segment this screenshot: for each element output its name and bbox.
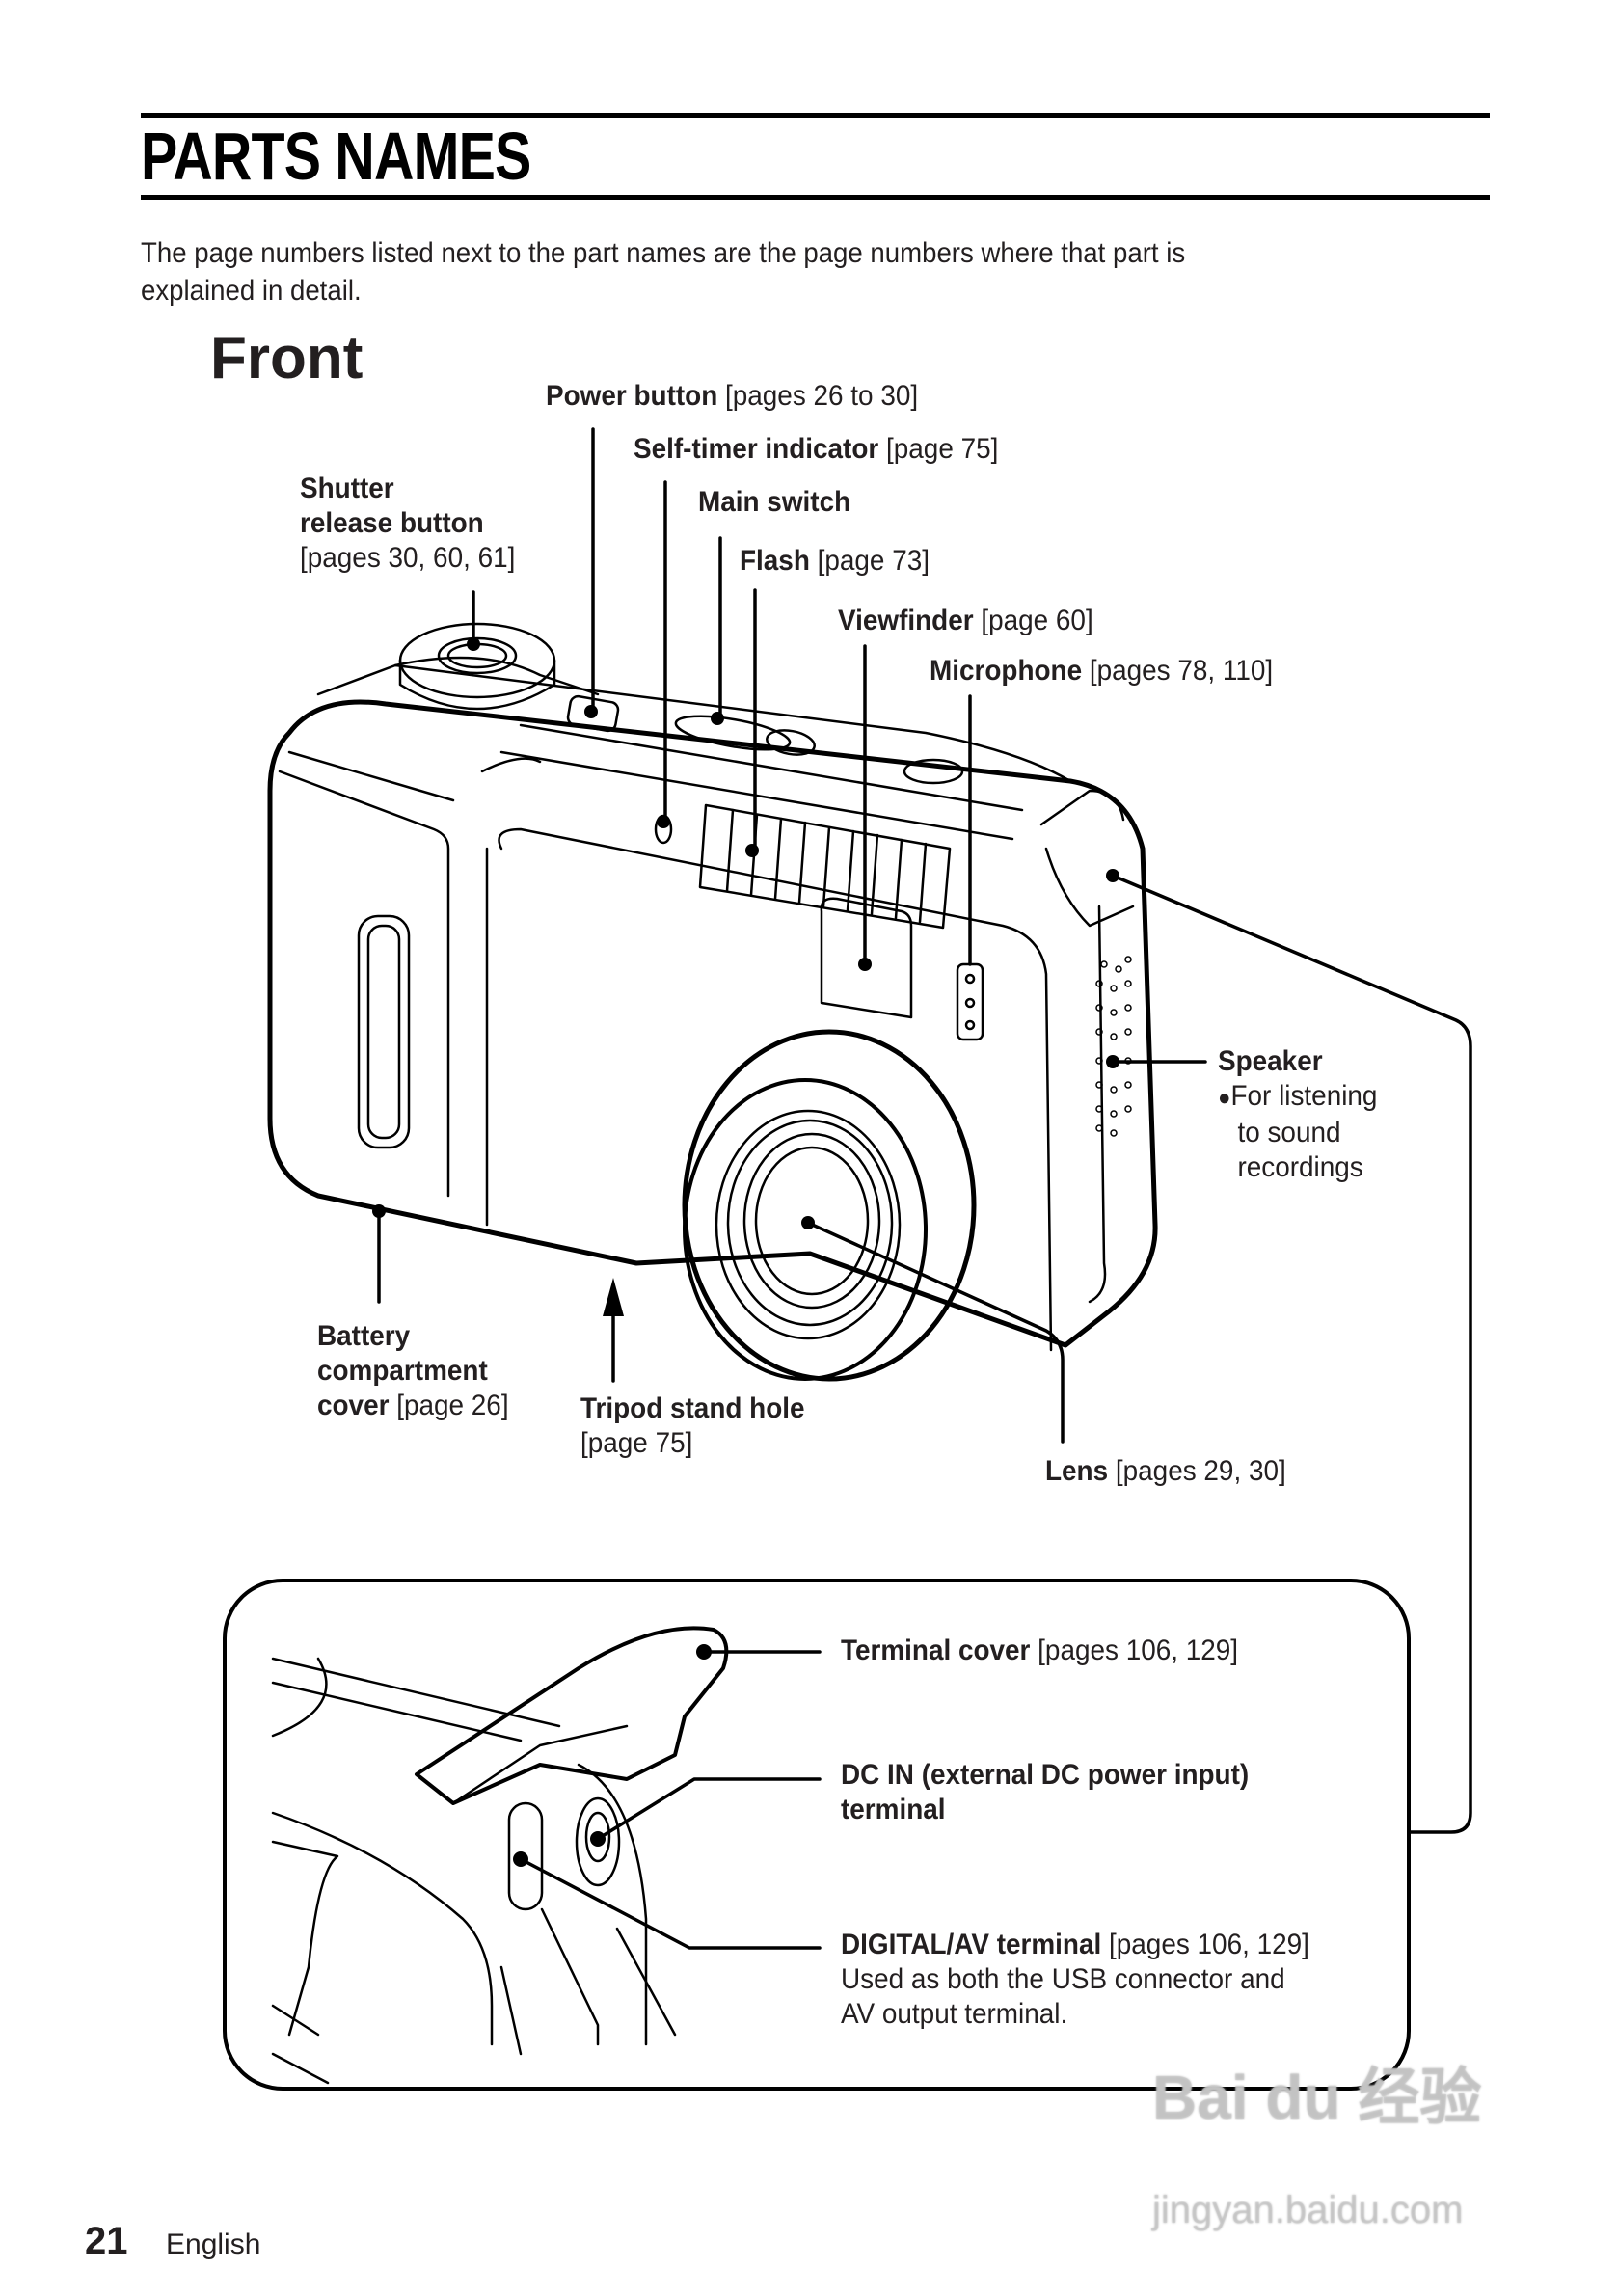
lens-barrel bbox=[682, 1029, 977, 1382]
inset-box bbox=[223, 1579, 1411, 2091]
label-viewfinder: Viewfinder [page 60] bbox=[838, 605, 1093, 636]
label-flash: Flash [page 73] bbox=[740, 545, 930, 577]
leader-lines bbox=[377, 427, 1472, 1834]
shutter-dial bbox=[398, 622, 556, 711]
intro-text-line2: explained in detail. bbox=[141, 275, 362, 307]
page-title: PARTS NAMES bbox=[141, 119, 531, 194]
title-rule-top bbox=[141, 113, 1490, 118]
label-self-timer-indicator: Self-timer indicator [page 75] bbox=[634, 433, 999, 465]
label-power-button: Power button [pages 26 to 30] bbox=[546, 380, 919, 412]
label-microphone: Microphone [pages 78, 110] bbox=[930, 655, 1274, 687]
page-number: 21 bbox=[85, 2220, 128, 2262]
flash-window bbox=[698, 803, 952, 930]
inset-illustration bbox=[271, 1626, 729, 2085]
camera-body bbox=[267, 699, 1158, 1348]
label-lens: Lens [pages 29, 30] bbox=[1045, 1455, 1286, 1487]
watermark-url: jingyan.baidu.com bbox=[1152, 2189, 1464, 2231]
speaker-grille bbox=[1095, 956, 1132, 1137]
bullet-icon: ● bbox=[1218, 1085, 1231, 1111]
label-shutter-release-button: Shutter release button [pages 30, 60, 61… bbox=[300, 473, 516, 574]
footer-language: English bbox=[166, 2228, 261, 2260]
intro-text-line1: The page numbers listed next to the part… bbox=[141, 237, 1186, 269]
title-rule-bottom bbox=[141, 195, 1490, 200]
tripod-arrow bbox=[603, 1278, 624, 1383]
label-main-switch: Main switch bbox=[698, 486, 851, 518]
label-terminal-cover: Terminal cover [pages 106, 129] bbox=[841, 1634, 1239, 1666]
section-heading-front: Front bbox=[210, 325, 364, 392]
watermark-logo: Bai du 经验 bbox=[1152, 2063, 1482, 2132]
label-tripod-stand-hole: Tripod stand hole [page 75] bbox=[580, 1392, 805, 1459]
label-dc-in-terminal: DC IN (external DC power input) terminal bbox=[841, 1759, 1250, 1825]
label-speaker: Speaker ●For listening to sound recordin… bbox=[1218, 1045, 1378, 1183]
label-battery-compartment-cover: Battery compartment cover [page 26] bbox=[317, 1320, 509, 1421]
label-digital-av-terminal: DIGITAL/AV terminal [pages 106, 129] Use… bbox=[841, 1929, 1309, 2030]
